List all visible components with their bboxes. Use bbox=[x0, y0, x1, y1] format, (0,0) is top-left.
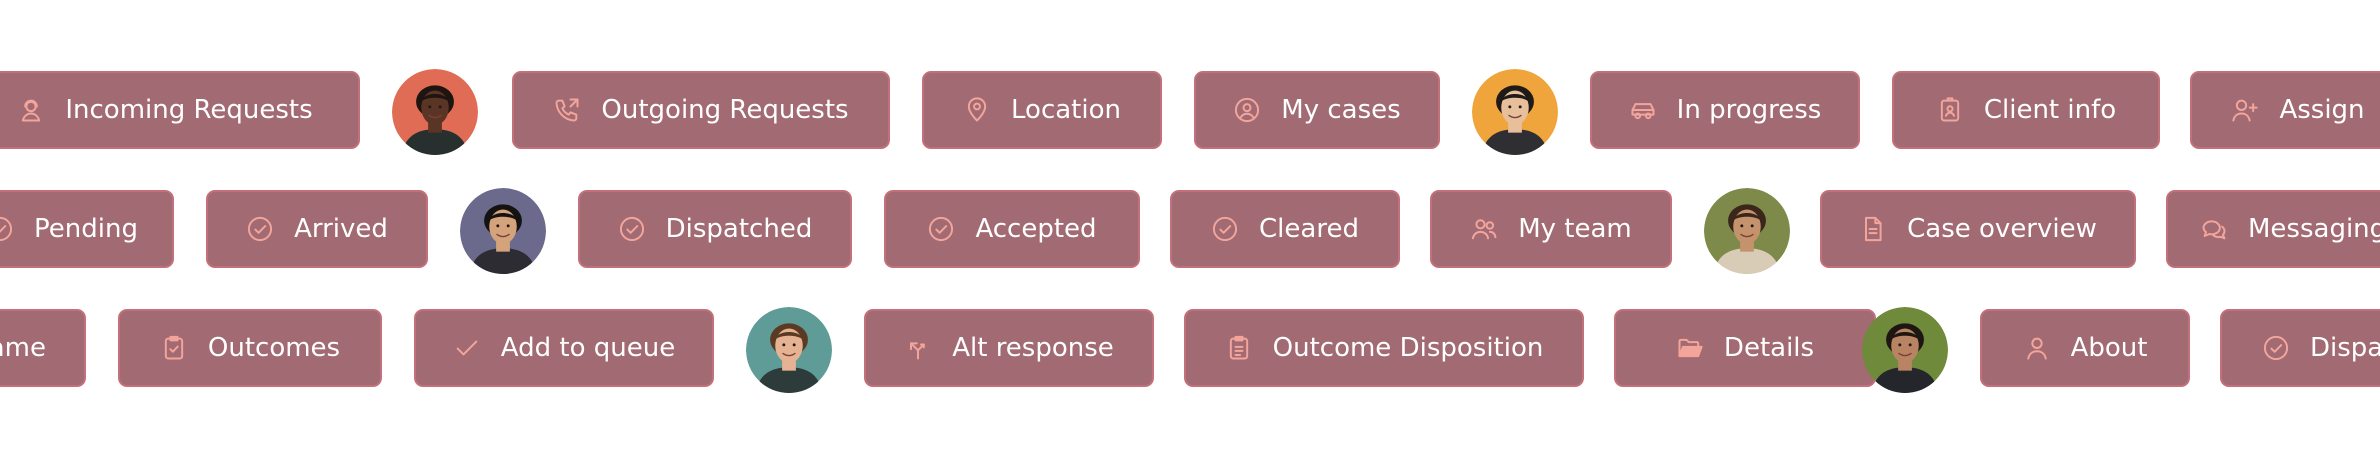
chip-outcomes[interactable]: Outcomes bbox=[118, 309, 382, 387]
chip-label: My team bbox=[1518, 214, 1632, 244]
chip-name[interactable]: Name bbox=[0, 309, 86, 387]
chip-label: Outgoing Requests bbox=[601, 95, 849, 125]
chip-outcome-disposition[interactable]: Outcome Disposition bbox=[1184, 309, 1584, 387]
avatar bbox=[746, 307, 832, 393]
chip-alt-response[interactable]: Alt response bbox=[864, 309, 1154, 387]
avatar bbox=[1862, 307, 1948, 393]
chip-row-3: Name Outcomes Add to queue Alt response … bbox=[0, 307, 2380, 393]
check-circle-icon bbox=[2262, 334, 2290, 362]
chip-in-progress[interactable]: In progress bbox=[1590, 71, 1860, 149]
folder-open-icon bbox=[1676, 334, 1704, 362]
avatar bbox=[1704, 188, 1790, 274]
chip-label: Location bbox=[1011, 95, 1121, 125]
chip-cleared[interactable]: Cleared bbox=[1170, 190, 1400, 268]
chip-label: Cleared bbox=[1259, 214, 1359, 244]
chip-my-cases[interactable]: My cases bbox=[1194, 71, 1440, 149]
chip-accepted[interactable]: Accepted bbox=[884, 190, 1140, 268]
chip-location[interactable]: Location bbox=[922, 71, 1162, 149]
chip-label: Outcomes bbox=[207, 333, 341, 363]
chip-my-team[interactable]: My team bbox=[1430, 190, 1672, 268]
id-badge-icon bbox=[1936, 96, 1964, 124]
location-pin-icon bbox=[963, 96, 991, 124]
document-icon bbox=[1859, 215, 1887, 243]
chip-dispatch[interactable]: Dispatch bbox=[2220, 309, 2380, 387]
check-circle-icon bbox=[246, 215, 274, 243]
clipboard-list-icon bbox=[1225, 334, 1253, 362]
check-circle-icon bbox=[618, 215, 646, 243]
check-circle-icon bbox=[1211, 215, 1239, 243]
chip-dispatched[interactable]: Dispatched bbox=[578, 190, 852, 268]
users-icon bbox=[1470, 215, 1498, 243]
chip-label: Pending bbox=[34, 214, 138, 244]
check-circle-icon bbox=[927, 215, 955, 243]
chip-label: Assign bbox=[2279, 95, 2365, 125]
chip-add-to-queue[interactable]: Add to queue bbox=[414, 309, 714, 387]
chip-case-overview[interactable]: Case overview bbox=[1820, 190, 2136, 268]
chip-label: My cases bbox=[1281, 95, 1401, 125]
chip-details[interactable]: Details bbox=[1614, 309, 1876, 387]
chat-bubbles-icon bbox=[2200, 215, 2228, 243]
chip-label: In progress bbox=[1676, 95, 1822, 125]
chip-row-2: Pending Arrived Dispatched Accepted Clea… bbox=[0, 188, 2380, 274]
chip-label: About bbox=[2070, 333, 2148, 363]
chip-label: Dispatch bbox=[2310, 333, 2380, 363]
agent-icon bbox=[17, 96, 45, 124]
avatar bbox=[1472, 69, 1558, 155]
chip-assign[interactable]: Assign bbox=[2190, 71, 2380, 149]
chip-client-info[interactable]: Client info bbox=[1892, 71, 2160, 149]
check-circle-icon bbox=[0, 215, 14, 243]
user-circle-icon bbox=[1233, 96, 1261, 124]
user-icon bbox=[2023, 334, 2051, 362]
avatar bbox=[460, 188, 546, 274]
chip-label: Add to queue bbox=[500, 333, 676, 363]
chip-outgoing-requests[interactable]: Outgoing Requests bbox=[512, 71, 890, 149]
phone-outgoing-icon bbox=[553, 96, 581, 124]
chip-label: Arrived bbox=[294, 214, 388, 244]
chip-label: Messaging bbox=[2248, 214, 2380, 244]
chip-label: Dispatched bbox=[665, 214, 813, 244]
chip-label: Alt response bbox=[952, 333, 1114, 363]
car-icon bbox=[1629, 96, 1657, 124]
chip-pending[interactable]: Pending bbox=[0, 190, 174, 268]
chip-incoming-requests[interactable]: Incoming Requests bbox=[0, 71, 360, 149]
chip-label: Name bbox=[0, 333, 46, 363]
chip-label: Incoming Requests bbox=[65, 95, 313, 125]
chip-row-1: Incoming Requests Outgoing Requests Loca… bbox=[0, 69, 2380, 155]
checkmark-icon bbox=[453, 334, 481, 362]
chip-label: Details bbox=[1723, 333, 1815, 363]
chip-about[interactable]: About bbox=[1980, 309, 2190, 387]
clipboard-check-icon bbox=[160, 334, 188, 362]
chip-arrived[interactable]: Arrived bbox=[206, 190, 428, 268]
chip-messaging[interactable]: Messaging bbox=[2166, 190, 2380, 268]
chip-label: Accepted bbox=[975, 214, 1097, 244]
user-plus-icon bbox=[2231, 96, 2259, 124]
chip-label: Client info bbox=[1983, 95, 2117, 125]
chip-label: Case overview bbox=[1907, 214, 2097, 244]
split-arrow-icon bbox=[904, 334, 932, 362]
chip-label: Outcome Disposition bbox=[1272, 333, 1544, 363]
avatar bbox=[392, 69, 478, 155]
